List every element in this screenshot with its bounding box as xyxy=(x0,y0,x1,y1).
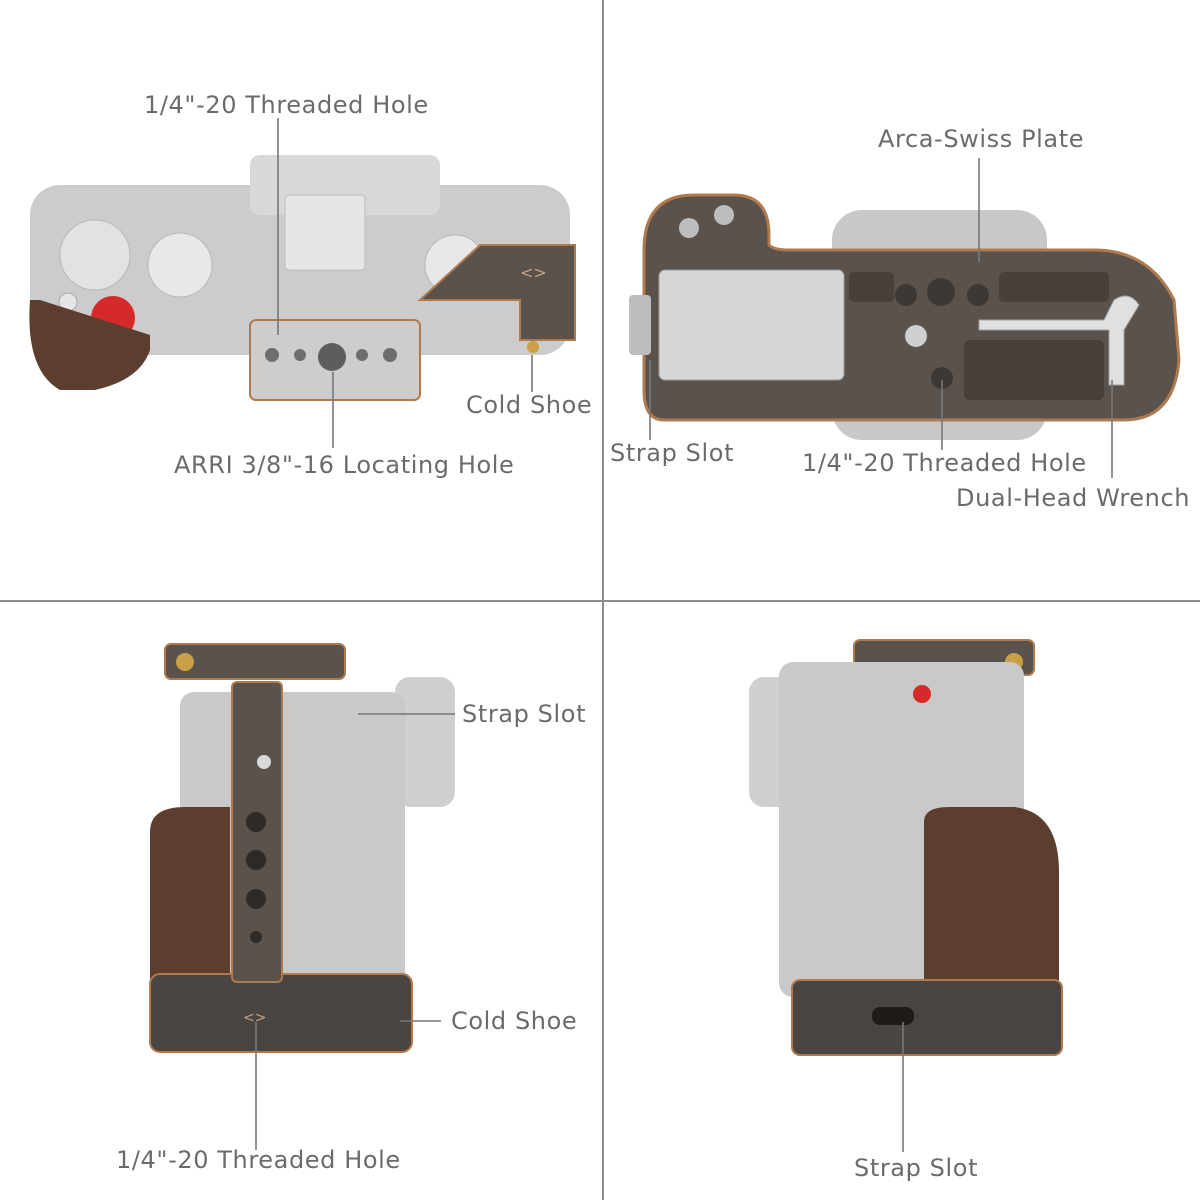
panel-left-side-view: <> Strap Slot Cold Shoe 1/4"-20 Threaded… xyxy=(0,602,600,1202)
svg-text:<>: <> xyxy=(243,1010,266,1026)
label-strap-slot: Strap Slot xyxy=(610,439,735,467)
label-cold-shoe: Cold Shoe xyxy=(466,391,593,419)
label-strap-slot: Strap Slot xyxy=(462,700,587,728)
horizontal-divider xyxy=(0,600,1200,602)
panel-right-side-view: Strap Slot xyxy=(604,602,1200,1202)
label-threaded-hole: 1/4"-20 Threaded Hole xyxy=(144,91,429,119)
cage-right-side-illustration xyxy=(749,639,1063,1152)
panel-bottom-view: Arca-Swiss Plate Strap Slot 1/4"-20 Thre… xyxy=(604,0,1200,600)
camera-top-illustration: <> xyxy=(29,118,576,448)
label-arca-swiss-plate: Arca-Swiss Plate xyxy=(878,125,1085,153)
cage-left-side-illustration: <> xyxy=(149,643,455,1150)
label-threaded-hole: 1/4"-20 Threaded Hole xyxy=(802,449,1087,477)
panel-top-view: <> 1/4"-20 Threaded Hole Cold Shoe ARRI … xyxy=(0,0,600,600)
svg-text:<>: <> xyxy=(520,263,547,282)
label-threaded-hole: 1/4"-20 Threaded Hole xyxy=(116,1146,401,1174)
cage-bottom-illustration xyxy=(629,158,1181,478)
label-dual-head-wrench: Dual-Head Wrench xyxy=(956,484,1191,512)
label-arri-locating-hole: ARRI 3/8"-16 Locating Hole xyxy=(174,451,515,479)
label-cold-shoe: Cold Shoe xyxy=(451,1007,578,1035)
label-strap-slot: Strap Slot xyxy=(854,1154,979,1182)
